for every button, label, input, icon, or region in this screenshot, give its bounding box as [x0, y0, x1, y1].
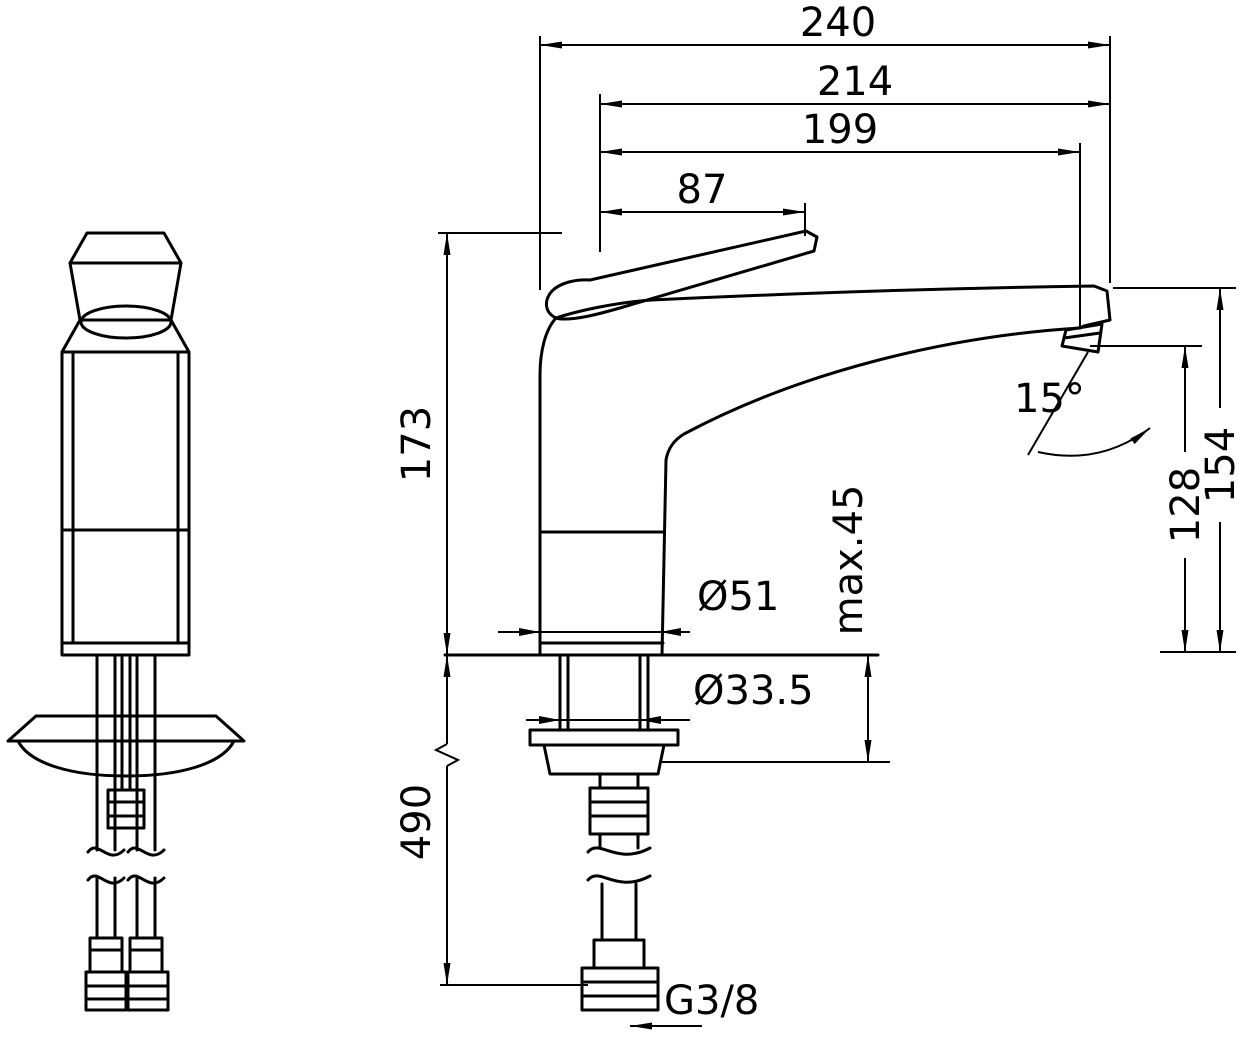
front-hose-nut-right: [126, 970, 170, 1012]
angle-arc: [1037, 427, 1151, 457]
dim-label-15deg: 15°: [1014, 376, 1085, 422]
side-mounting-nut: [542, 743, 666, 776]
side-g38-nut: [580, 966, 660, 1012]
dimension-lines: [433, 36, 1236, 1030]
dim-label-490: 490: [394, 784, 440, 860]
dim-label-214: 214: [817, 59, 893, 105]
front-hose-nut-left: [84, 970, 128, 1012]
dim-label-max45: max.45: [826, 485, 872, 636]
front-base-plate: [6, 714, 246, 743]
dimension-labels: 240 214 199 87 173 490 154 128 max.45 Ø5…: [394, 0, 1244, 1024]
dim-label-g38: G3/8: [664, 978, 759, 1024]
dim-label-173: 173: [394, 406, 440, 482]
side-body-spout: [538, 284, 1112, 657]
angle-ray: [1027, 351, 1089, 456]
dim-label-dia335: Ø33.5: [693, 668, 814, 714]
dim-label-dia51: Ø51: [697, 574, 779, 620]
side-view: [443, 229, 1112, 1012]
side-lever: [545, 229, 819, 321]
front-lever-neck: [68, 261, 183, 322]
side-aerator: [1060, 322, 1104, 354]
front-base-dish: [16, 739, 236, 778]
front-lever-oval: [79, 304, 173, 340]
dim-label-154: 154: [1198, 427, 1244, 503]
dim-label-240: 240: [800, 0, 876, 46]
front-view: [6, 231, 246, 1012]
front-lever-cap: [68, 231, 183, 265]
dim-label-199: 199: [802, 107, 878, 153]
front-body: [60, 350, 191, 657]
front-mounting-nut: [106, 788, 146, 830]
dim-label-128: 128: [1163, 467, 1209, 543]
side-washer: [528, 728, 680, 747]
dim-label-87: 87: [677, 167, 728, 213]
